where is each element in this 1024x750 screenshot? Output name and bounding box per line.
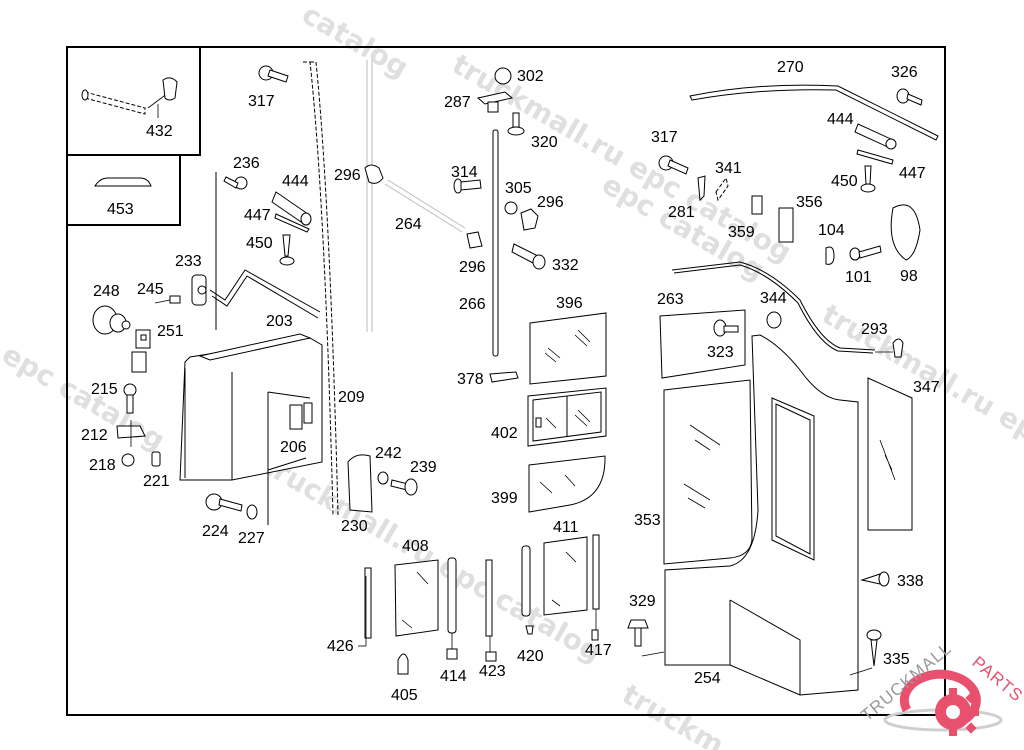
part-labels: 432 453 317 236 444 447 450 296 264 233 …: [81, 59, 940, 704]
label-305[interactable]: 305: [505, 180, 532, 197]
label-396[interactable]: 396: [556, 295, 583, 312]
label-426[interactable]: 426: [327, 638, 354, 655]
gear-icon: [935, 688, 979, 736]
label-287[interactable]: 287: [444, 94, 471, 111]
inset-box-432: [66, 46, 201, 156]
label-447-left[interactable]: 447: [244, 207, 271, 224]
label-417[interactable]: 417: [585, 642, 612, 659]
label-239[interactable]: 239: [410, 459, 437, 476]
label-329[interactable]: 329: [629, 593, 656, 610]
label-206[interactable]: 206: [280, 439, 307, 456]
right-assembly: [627, 84, 939, 696]
label-338[interactable]: 338: [897, 573, 924, 590]
label-323[interactable]: 323: [707, 344, 734, 361]
label-224[interactable]: 224: [202, 523, 229, 540]
label-320[interactable]: 320: [531, 134, 558, 151]
left-assembly: [92, 60, 466, 525]
label-101[interactable]: 101: [845, 269, 872, 286]
label-215[interactable]: 215: [91, 381, 118, 398]
label-359[interactable]: 359: [728, 224, 755, 241]
label-450-right[interactable]: 450: [831, 173, 858, 190]
label-230[interactable]: 230: [341, 518, 368, 535]
watermark-truck-bottom: truckm: [617, 677, 730, 750]
label-248[interactable]: 248: [93, 283, 120, 300]
label-218[interactable]: 218: [89, 457, 116, 474]
label-405[interactable]: 405: [391, 687, 418, 704]
label-266[interactable]: 266: [459, 296, 486, 313]
label-264[interactable]: 264: [395, 216, 422, 233]
label-414[interactable]: 414: [440, 668, 467, 685]
label-236[interactable]: 236: [233, 155, 260, 172]
label-353[interactable]: 353: [634, 512, 661, 529]
label-317-left[interactable]: 317: [248, 93, 275, 110]
label-408[interactable]: 408: [402, 538, 429, 555]
label-245[interactable]: 245: [137, 281, 164, 298]
label-104[interactable]: 104: [818, 222, 845, 239]
label-296-top[interactable]: 296: [334, 167, 361, 184]
label-221[interactable]: 221: [143, 473, 170, 490]
label-335[interactable]: 335: [883, 651, 910, 668]
label-347[interactable]: 347: [913, 379, 940, 396]
label-378[interactable]: 378: [457, 371, 484, 388]
label-242[interactable]: 242: [375, 445, 402, 462]
label-453[interactable]: 453: [107, 201, 134, 218]
label-296-lower[interactable]: 296: [459, 259, 486, 276]
label-420[interactable]: 420: [517, 648, 544, 665]
label-399[interactable]: 399: [491, 490, 518, 507]
label-332[interactable]: 332: [552, 257, 579, 274]
label-314[interactable]: 314: [451, 164, 478, 181]
label-233[interactable]: 233: [175, 253, 202, 270]
label-212[interactable]: 212: [81, 427, 108, 444]
label-423[interactable]: 423: [479, 663, 506, 680]
label-326[interactable]: 326: [891, 64, 918, 81]
label-263[interactable]: 263: [657, 291, 684, 308]
label-98[interactable]: 98: [900, 268, 918, 285]
label-317-right[interactable]: 317: [651, 129, 678, 146]
label-270[interactable]: 270: [777, 59, 804, 76]
label-356[interactable]: 356: [796, 194, 823, 211]
diagram-frame: [66, 46, 946, 716]
label-209[interactable]: 209: [338, 389, 365, 406]
leader-lines: [358, 351, 893, 676]
part-432-drawing: [81, 77, 178, 118]
label-341[interactable]: 341: [715, 160, 742, 177]
label-302[interactable]: 302: [517, 68, 544, 85]
part-453-drawing: [94, 177, 152, 187]
label-432[interactable]: 432: [146, 123, 173, 140]
label-296-right[interactable]: 296: [537, 194, 564, 211]
label-444-left[interactable]: 444: [282, 173, 309, 190]
watermark-catalog: catalog: [297, 0, 415, 84]
label-203[interactable]: 203: [266, 313, 293, 330]
inset-box-453: [66, 154, 181, 226]
label-402[interactable]: 402: [491, 425, 518, 442]
label-251[interactable]: 251: [157, 323, 184, 340]
label-447-right[interactable]: 447: [899, 165, 926, 182]
label-450-left[interactable]: 450: [246, 235, 273, 252]
label-444-right[interactable]: 444: [827, 111, 854, 128]
label-293[interactable]: 293: [861, 321, 888, 338]
label-344[interactable]: 344: [760, 290, 787, 307]
label-411[interactable]: 411: [553, 519, 579, 536]
label-254[interactable]: 254: [694, 670, 721, 687]
center-assembly: [364, 67, 607, 675]
label-281[interactable]: 281: [668, 204, 695, 221]
label-227[interactable]: 227: [238, 530, 265, 547]
